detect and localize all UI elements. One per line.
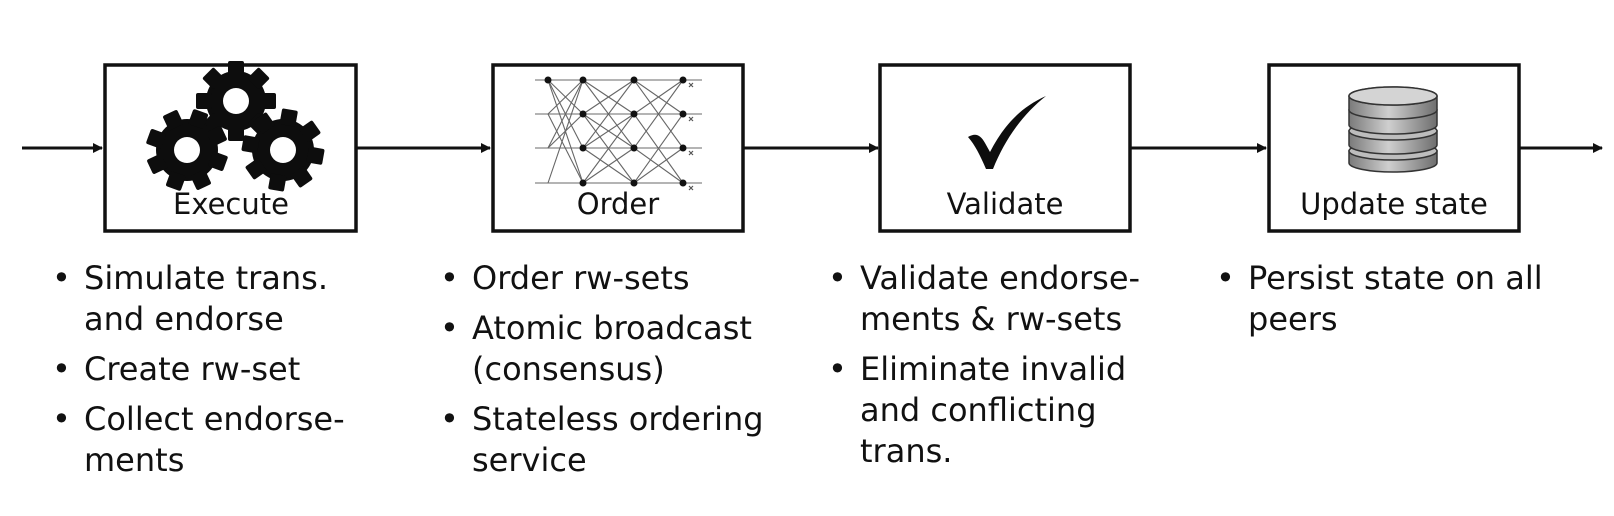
list-item: Create rw-set <box>50 349 380 390</box>
stage-box <box>878 63 1132 233</box>
stage-update-state: Update state <box>1267 63 1521 233</box>
execute-details: Simulate trans. and endorse Create rw-se… <box>50 258 380 490</box>
stage-validate: Validate <box>878 63 1132 233</box>
list-item: Atomic broadcast (consensus) <box>438 308 792 390</box>
list-item: Order rw-sets <box>438 258 798 299</box>
list-item: Validate endorse-ments & rw-sets <box>826 258 1171 340</box>
stage-label: Update state <box>1300 187 1488 221</box>
stage-order: Order <box>491 63 745 233</box>
validate-details: Validate endorse-ments & rw-sets Elimina… <box>826 258 1171 481</box>
list-item: Simulate trans. and endorse <box>50 258 380 340</box>
stage-label: Order <box>577 187 659 221</box>
gears-icon <box>146 61 325 192</box>
list-item: Stateless ordering service <box>438 399 798 481</box>
order-details: Order rw-sets Atomic broadcast (consensu… <box>438 258 798 490</box>
list-item: Collect endorse-ments <box>50 399 384 481</box>
checkmark-icon <box>968 96 1046 169</box>
stage-label: Execute <box>173 187 289 221</box>
network-icon <box>535 76 702 191</box>
stage-execute: Execute <box>103 61 358 233</box>
database-icon <box>1348 86 1438 173</box>
stage-label: Validate <box>947 187 1064 221</box>
update-state-details: Persist state on all peers <box>1214 258 1574 349</box>
list-item: Persist state on all peers <box>1214 258 1574 340</box>
list-item: Eliminate invalid and conflicting trans. <box>826 349 1160 472</box>
